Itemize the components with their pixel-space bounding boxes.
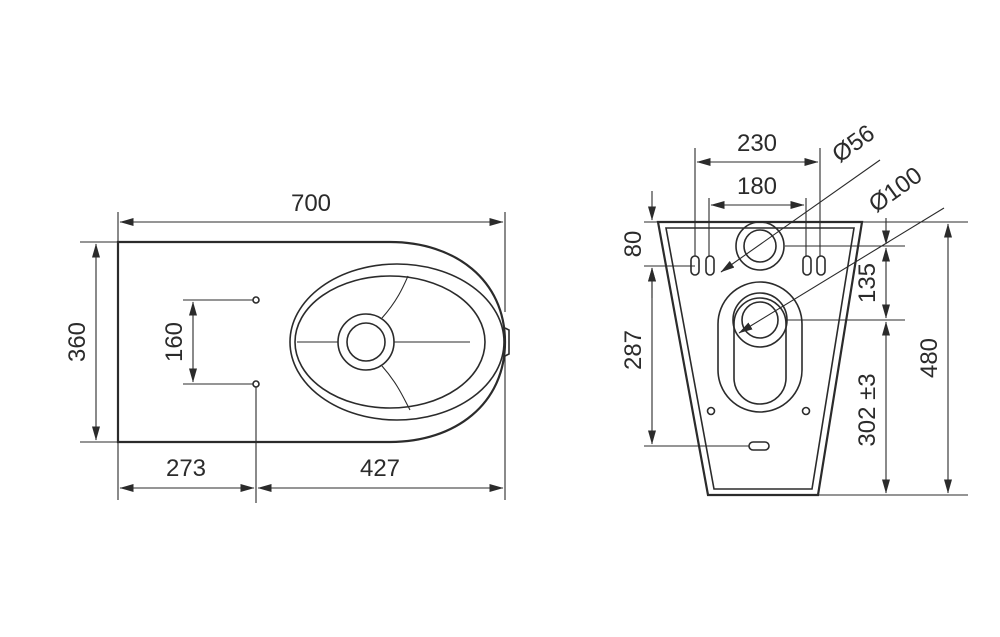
fixing-hole-top [252,296,260,304]
label-427: 427 [360,455,400,482]
mount-slot-4 [816,255,826,276]
hole-left [706,406,716,416]
bowl-curve-lower [381,365,411,411]
rear-body-outer [656,220,864,497]
rear-view: 230 180 Ø56 Ø100 80 287 135 302 ±3 480 [620,120,968,497]
label-d56: Ø56 [827,120,880,169]
label-180: 180 [737,173,777,200]
rim-inner [294,275,486,409]
small-outlet-outer [735,221,785,271]
large-outlet-center [741,301,779,339]
hole-right [801,406,811,416]
label-287: 287 [620,330,647,370]
drain-inner [346,322,386,362]
bowl-outline [116,240,507,444]
bowl-curve-upper [381,275,409,319]
outlet-slot-inner [733,297,787,405]
label-d100: Ø100 [864,162,927,218]
front-nub [504,327,510,357]
label-80: 80 [620,231,647,258]
label-273: 273 [166,455,206,482]
leader-d56 [720,159,881,273]
label-302: 302 ±3 [854,373,881,446]
rear-body-inner [665,227,855,490]
label-160: 160 [161,322,188,362]
small-outlet-inner [743,229,777,263]
label-480: 480 [916,338,943,378]
label-135: 135 [854,263,881,303]
label-360: 360 [64,322,91,362]
outlet-slot-outer [717,281,803,413]
mount-slot-3 [802,255,812,276]
label-230: 230 [737,130,777,157]
leader-d100 [738,207,945,334]
fixing-hole-bottom [252,380,260,388]
label-700: 700 [291,190,331,217]
bottom-slot [748,441,770,451]
top-view: 700 360 160 273 427 [64,190,510,503]
drain-outer [337,313,395,371]
mount-slot-2 [705,255,715,276]
rim-outer [289,263,505,421]
